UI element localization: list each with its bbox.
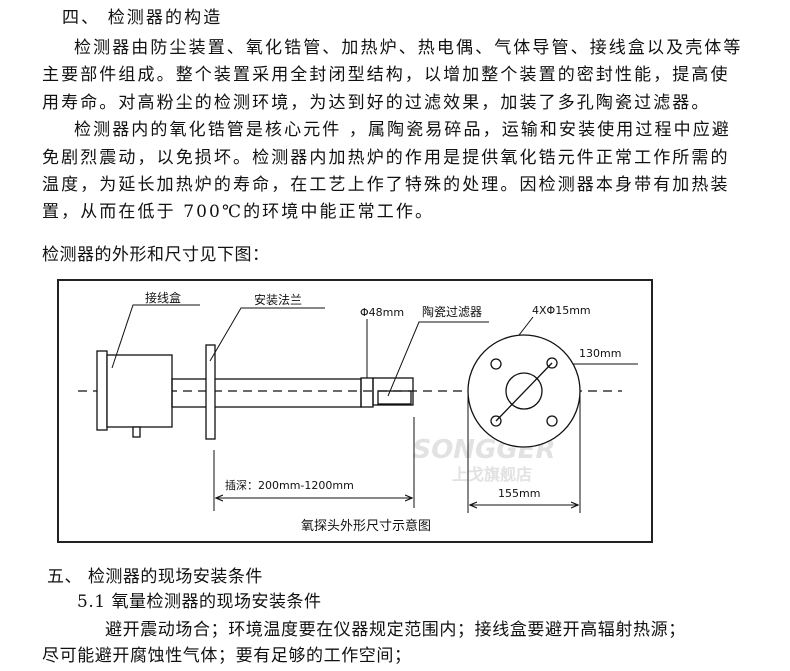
flange-face [467,334,581,448]
paragraph-line: 避开震动场合；环境温度要在仪器规定范围内；接线盒要避开高辐射热源； [105,620,686,640]
section-5-1-heading: 5.1 氧量检测器的现场安装条件 [77,592,322,612]
paragraph-line: 免剧烈震动，以免损坏。检测器内加热炉的作用是提供氧化锆元件正常工作所需的 [42,148,730,168]
diagram-frame [57,279,653,543]
label-filter: 陶瓷过滤器 [422,304,482,319]
figure-intro: 检测器的外形和尺寸见下图： [42,245,270,265]
label-holes: 4XΦ15mm [532,304,591,317]
paragraph-line: 检测器内的氧化锆管是核心元件 ，属陶瓷易碎品，运输和安装使用过程中应避 [74,120,731,140]
label-diameter: Φ48mm [360,306,404,319]
paragraph-line: 检测器由防尘装置、氧化锆管、加热炉、热电偶、气体导管、接线盒以及壳体等 [74,38,743,58]
section-5-heading: 五、 检测器的现场安装条件 [47,567,263,587]
diagram-caption: 氧探头外形尺寸示意图 [301,518,431,534]
dimension-lines [213,392,581,513]
section-4-heading: 四、 检测器的构造 [62,8,223,28]
label-insert-depth: 插深：200mm-1200mm [225,478,354,492]
paragraph-line: 用寿命。对高粉尘的检测环境，为达到好的过滤效果，加装了多孔陶瓷过滤器。 [42,93,711,113]
label-flange: 安装法兰 [254,292,302,307]
probe-tube [171,344,414,440]
paragraph-line: 主要部件组成。整个装置采用全封闭型结构，以增加整个装置的密封性能，提高使 [42,65,730,85]
watermark-store: 上戈旗舰店 [452,465,532,484]
paragraph-line: 尽可能避开腐蚀性气体；要有足够的工作空间； [42,646,412,666]
junction-box [96,350,173,438]
label-junction-box: 接线盒 [145,290,181,305]
label-pcd: 130mm [579,347,621,360]
label-flange-diameter: 155mm [498,487,540,500]
paragraph-line: 温度，为延长加热炉的寿命，在工艺上作了特殊的处理。因检测器本身带有加热装 [42,175,730,195]
paragraph-line: 置，从而在低于 700℃的环境中能正常工作。 [42,202,435,222]
